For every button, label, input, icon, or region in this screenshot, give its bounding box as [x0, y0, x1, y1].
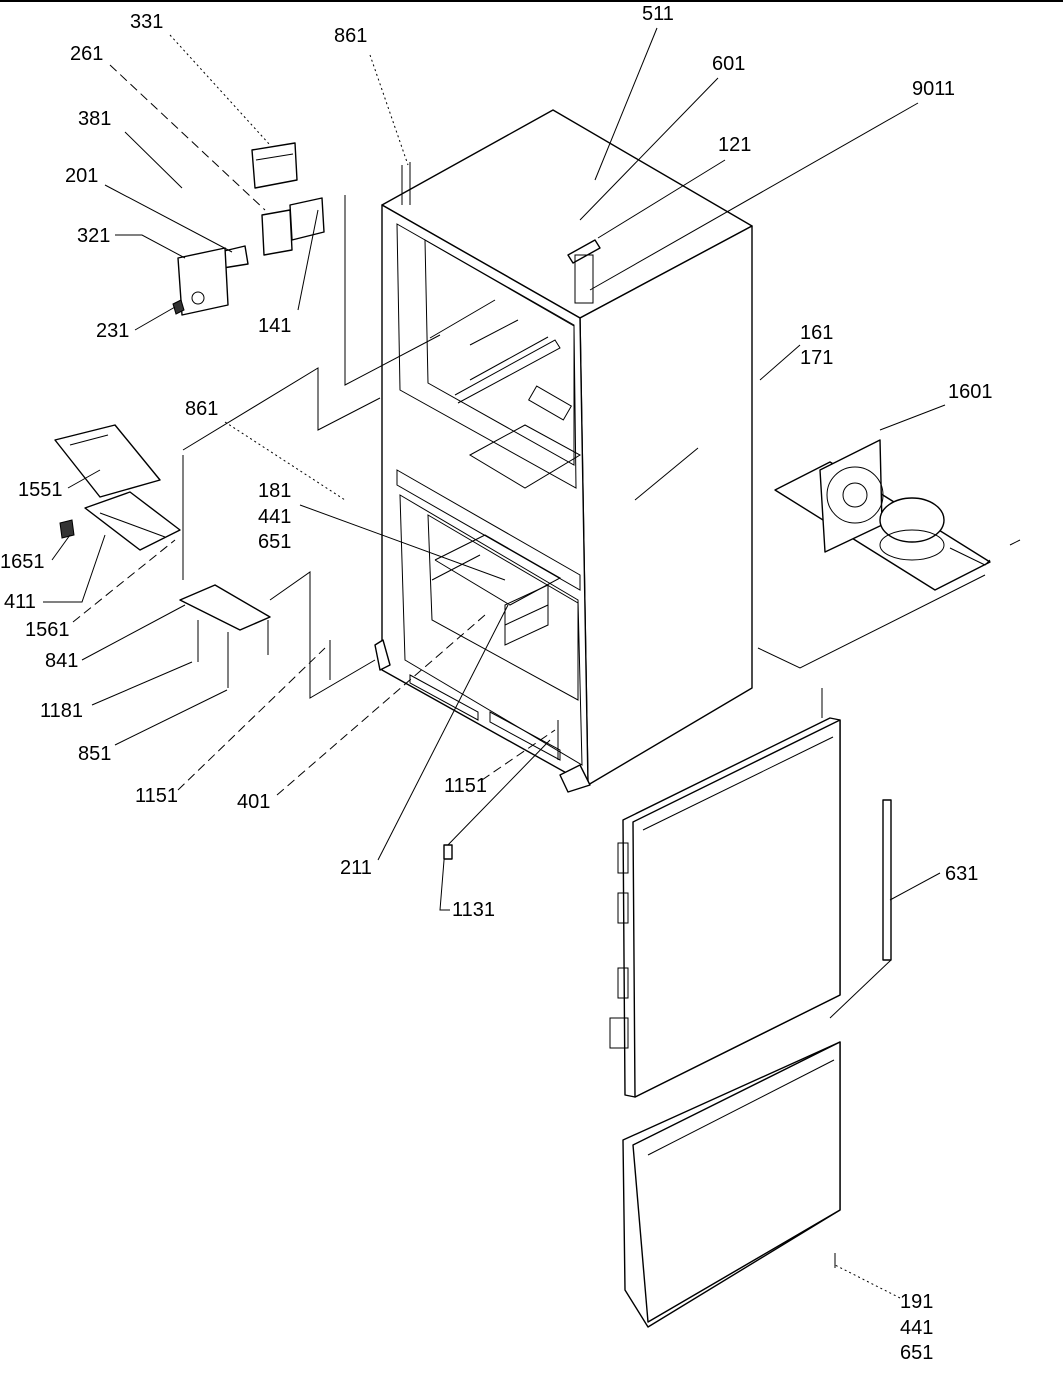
bracket-1561 [84, 491, 181, 551]
control-housing [172, 142, 325, 316]
callout-631: 631 [945, 863, 978, 885]
callout-601: 601 [712, 53, 745, 75]
callout-1151a: 1151 [135, 785, 178, 807]
callout-321: 321 [77, 225, 110, 247]
callout-651b: 651 [900, 1342, 933, 1364]
callout-231: 231 [96, 320, 129, 342]
leader-lines [43, 27, 986, 1299]
callout-841: 841 [45, 650, 78, 672]
compressor-assembly [774, 439, 1021, 591]
callout-labels: 331 261 381 201 321 231 141 861 511 601 … [0, 3, 993, 1364]
callout-161: 161 [800, 322, 833, 344]
callout-651: 651 [258, 531, 291, 553]
callout-1131: 1131 [452, 899, 495, 921]
callout-861b: 861 [185, 398, 218, 420]
callout-261: 261 [70, 43, 103, 65]
callout-851: 851 [78, 743, 111, 765]
callout-1551: 1551 [18, 479, 63, 501]
refrigerator-cabinet [374, 109, 753, 793]
callout-9011: 9011 [912, 78, 955, 100]
callout-211: 211 [340, 857, 372, 879]
callout-121: 121 [718, 134, 751, 156]
callout-171: 171 [800, 347, 833, 369]
callout-381: 381 [78, 108, 111, 130]
callout-861: 861 [334, 25, 367, 47]
door-handle [829, 799, 892, 1019]
fresh-food-door [609, 717, 841, 1098]
callout-411: 411 [4, 591, 36, 613]
callout-191: 191 [900, 1291, 933, 1313]
callout-1601: 1601 [948, 381, 993, 403]
fasteners [182, 162, 836, 1268]
callout-441b: 441 [900, 1317, 933, 1339]
freezer-door [622, 1041, 841, 1328]
part-1651 [59, 519, 75, 539]
callout-1151b: 1151 [444, 775, 487, 797]
callout-1651: 1651 [0, 551, 45, 573]
callout-1181: 1181 [40, 700, 83, 722]
callout-441: 441 [258, 506, 291, 528]
callout-401: 401 [237, 791, 270, 813]
callout-331: 331 [130, 11, 163, 33]
callout-511: 511 [642, 3, 674, 25]
callout-141: 141 [258, 315, 291, 337]
bracket-841 [179, 584, 271, 631]
callout-1561: 1561 [25, 619, 70, 641]
callout-201: 201 [65, 165, 98, 187]
callout-181: 181 [258, 480, 291, 502]
